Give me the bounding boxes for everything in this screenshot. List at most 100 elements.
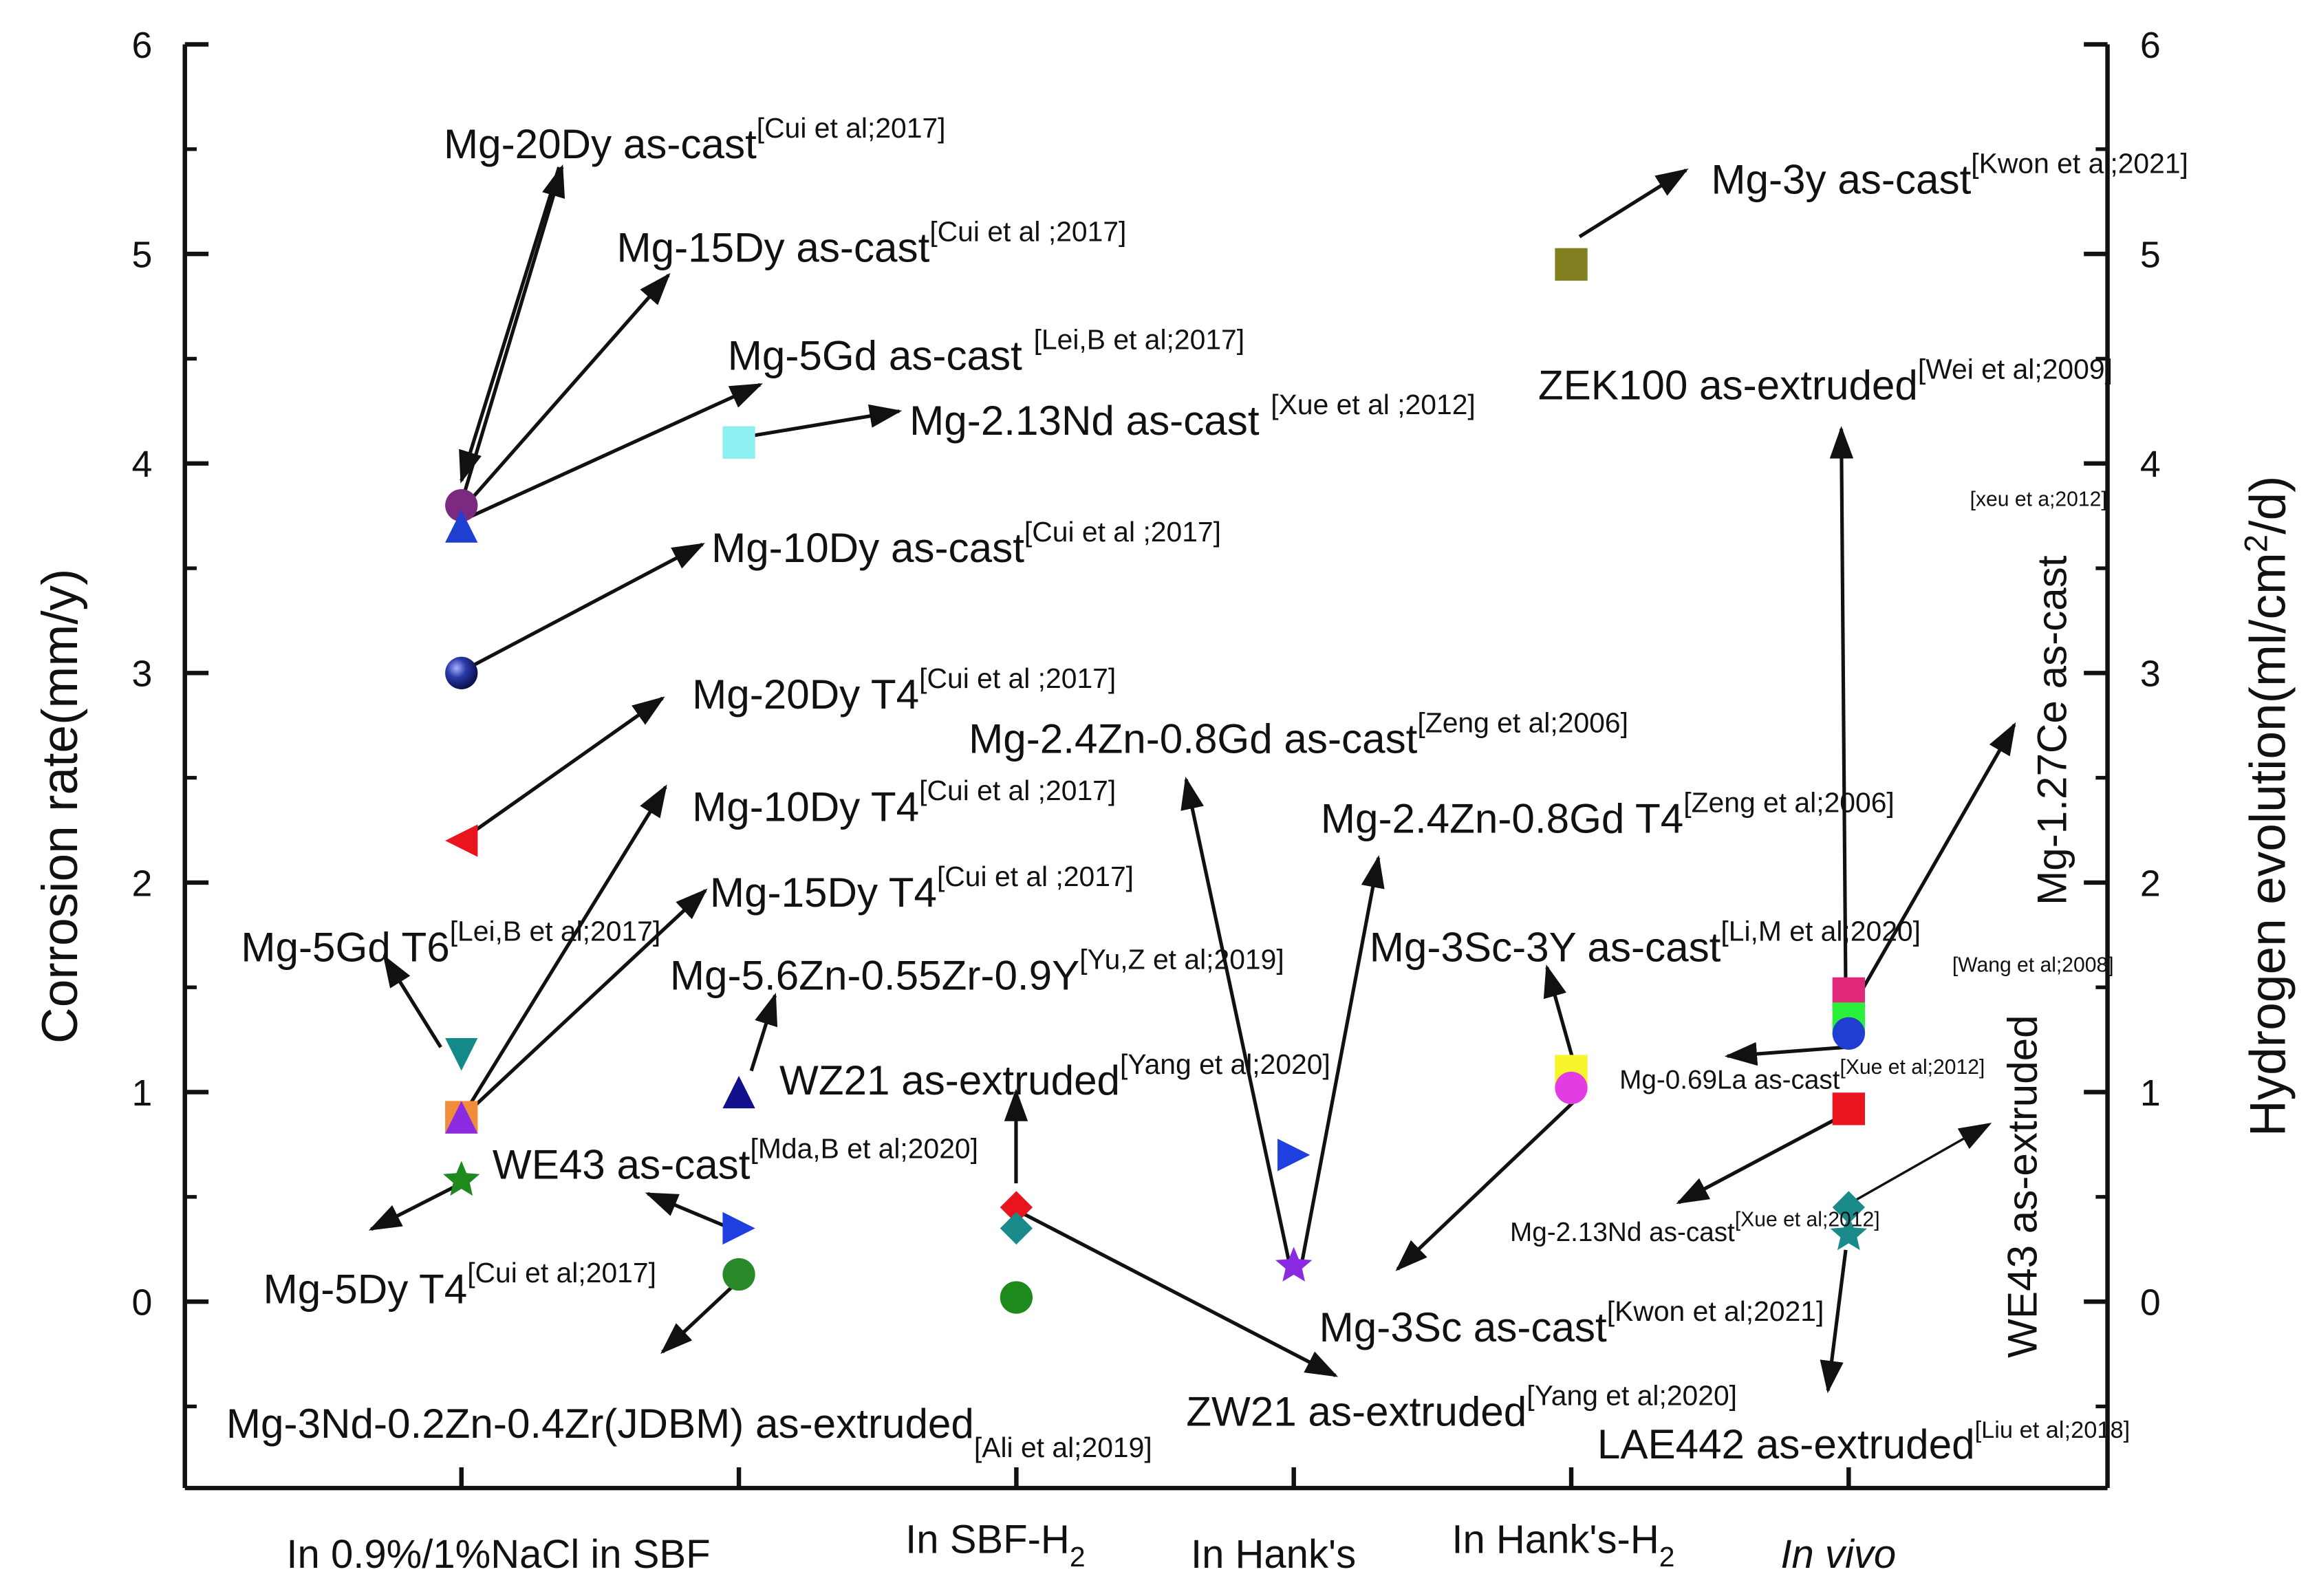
arrow	[460, 888, 708, 1120]
annotation-ref: [xeu et a;2012]	[1970, 488, 2107, 510]
x-category-label: In SBF-H2	[905, 1518, 1085, 1573]
annotation-label-vertical: WE43 as-extruded	[1999, 1015, 2045, 1357]
annotation-label: WE43 as-cast[Mda,B et al;2020]	[493, 1133, 978, 1188]
annotation-label: Mg-3Sc as-cast[Kwon et al;2021]	[1319, 1295, 1824, 1350]
arrow	[382, 954, 442, 1048]
annotation-label: Mg-10Dy T4[Cui et al ;2017]	[692, 775, 1116, 830]
annotation-label: Mg-5Gd T6[Lei,B et al;2017]	[241, 915, 660, 970]
annotation-label: LAE442 as-extruded[Liu et al;2018]	[1597, 1417, 2130, 1467]
annotation-label: Mg-2.13Nd as-cast[Xue et al;2012]	[1510, 1208, 1880, 1247]
data-point	[445, 1038, 478, 1071]
data-point	[445, 510, 478, 543]
arrow	[1829, 426, 1854, 991]
annotation-label: WZ21 as-extruded[Yang et al;2020]	[779, 1048, 1330, 1103]
y-tick-label: 5	[132, 234, 153, 275]
data-point	[1555, 248, 1588, 281]
x-category-label: In vivo	[1780, 1532, 1896, 1577]
data-point	[1000, 1211, 1033, 1245]
annotation-labels: Mg-20Dy as-cast[Cui et al;2017] Mg-15Dy …	[226, 112, 2188, 1467]
annotation-label: Mg-15Dy T4[Cui et al ;2017]	[710, 861, 1134, 916]
annotation-label: Mg-3Nd-0.2Zn-0.4Zr(JDBM) as-extruded[Ali…	[226, 1401, 1152, 1463]
y-tick-label-right: 1	[2140, 1072, 2161, 1114]
data-point	[445, 824, 478, 857]
annotation-label: Mg-5.6Zn-0.55Zr-0.9Y[Yu,Z et al;2019]	[670, 943, 1284, 998]
annotation-label: Mg-20Dy T4[Cui et al ;2017]	[692, 662, 1116, 718]
y-tick-label: 2	[132, 863, 153, 904]
y-tick-label: 0	[132, 1282, 153, 1323]
y-tick-label-right: 2	[2140, 863, 2161, 904]
annotation-label: Mg-2.4Zn-0.8Gd as-cast[Zeng et al;2006]	[969, 707, 1628, 762]
annotation-label: Mg-5Gd as-cast [Lei,B et al;2017]	[728, 323, 1244, 378]
arrow	[460, 272, 671, 512]
arrow	[459, 166, 561, 484]
arrow	[1299, 854, 1385, 1265]
arrow	[460, 542, 705, 673]
arrow	[1847, 722, 2016, 1015]
data-point	[445, 656, 478, 689]
x-category-label: In Hank's	[1191, 1532, 1356, 1577]
annotation-label-vertical: Mg-1.27Ce as-cast	[2029, 555, 2075, 905]
arrow	[460, 696, 665, 842]
arrow	[1820, 1249, 1848, 1394]
data-point	[1000, 1281, 1033, 1314]
data-point	[445, 1101, 478, 1134]
data-point	[722, 1258, 755, 1291]
annotation-label: Mg-0.69La as-cast[Xue et al;2012]	[1619, 1056, 1985, 1095]
y-axis-title-right: Hydrogen evolution(ml/cm2/d)	[2238, 475, 2296, 1136]
arrow	[460, 164, 565, 504]
arrow	[645, 1191, 730, 1229]
arrow	[749, 992, 778, 1072]
arrow	[1543, 964, 1575, 1063]
x-ticks	[459, 1467, 1851, 1489]
annotation-label: Mg-15Dy as-cast[Cui et al ;2017]	[616, 215, 1126, 270]
data-point	[1277, 1139, 1310, 1172]
data-point	[722, 426, 755, 459]
y-axis-title: Corrosion rate(mm/y)	[32, 569, 88, 1044]
annotation-ref: [Wang et al;2008]	[1952, 954, 2114, 977]
y-tick-label-right: 0	[2140, 1282, 2161, 1323]
data-markers	[443, 248, 1867, 1314]
arrow	[1015, 1208, 1339, 1377]
y-tick-label-right: 6	[2140, 25, 2161, 66]
annotation-label: Mg-2.4Zn-0.8Gd T4[Zeng et al;2006]	[1321, 786, 1895, 841]
right-y-ticks: 0 1 2 3 4 5 6	[2084, 25, 2161, 1409]
annotation-label: Mg-20Dy as-cast[Cui et al;2017]	[444, 112, 946, 167]
data-point	[722, 1211, 755, 1245]
y-tick-label: 4	[132, 444, 153, 485]
arrow	[1395, 1100, 1575, 1271]
annotation-arrows	[368, 164, 2016, 1394]
data-point	[1555, 1071, 1588, 1105]
annotation-label: Mg-10Dy as-cast[Cui et al ;2017]	[711, 516, 1221, 571]
y-tick-label-right: 4	[2140, 444, 2161, 485]
annotation-label: Mg-3Sc-3Y as-cast[Li,M et al;2020]	[1370, 915, 1921, 970]
data-point	[1832, 1017, 1865, 1050]
data-point	[445, 488, 478, 522]
annotation-label: Mg-2.13Nd as-cast [Xue et al ;2012]	[909, 389, 1476, 444]
arrow	[739, 404, 903, 440]
data-point	[1000, 1191, 1033, 1224]
arrow	[660, 1285, 733, 1355]
annotation-label: Mg-3y as-cast[Kwon et al;2021]	[1711, 148, 2188, 203]
y-tick-label: 6	[132, 25, 153, 66]
data-point	[1275, 1247, 1313, 1282]
arrow	[460, 382, 763, 523]
annotation-label: Mg-5Dy T4[Cui et al;2017]	[263, 1257, 656, 1312]
annotation-label: ZEK100 as-extruded[Wei et al;2009]	[1538, 353, 2113, 408]
arrow	[1676, 1110, 1850, 1205]
y-tick-label-right: 5	[2140, 234, 2161, 275]
axes	[182, 44, 2110, 1491]
x-category-label: In 0.9%/1%NaCl in SBF	[286, 1532, 710, 1577]
y-tick-label: 1	[132, 1072, 153, 1114]
data-point	[1830, 1215, 1867, 1251]
arrow	[1180, 776, 1292, 1265]
arrow	[1848, 1122, 1992, 1205]
x-category-labels: In 0.9%/1%NaCl in SBF In SBF-H2 In Hank'…	[286, 1518, 1896, 1577]
annotation-label: ZW21 as-extruded[Yang et al;2020]	[1186, 1380, 1737, 1435]
x-category-label: In Hank's-H2	[1452, 1518, 1674, 1573]
data-point	[1832, 1092, 1865, 1125]
arrow	[460, 784, 667, 1119]
y-tick-label-right: 3	[2140, 654, 2161, 695]
arrow	[1724, 1042, 1846, 1066]
